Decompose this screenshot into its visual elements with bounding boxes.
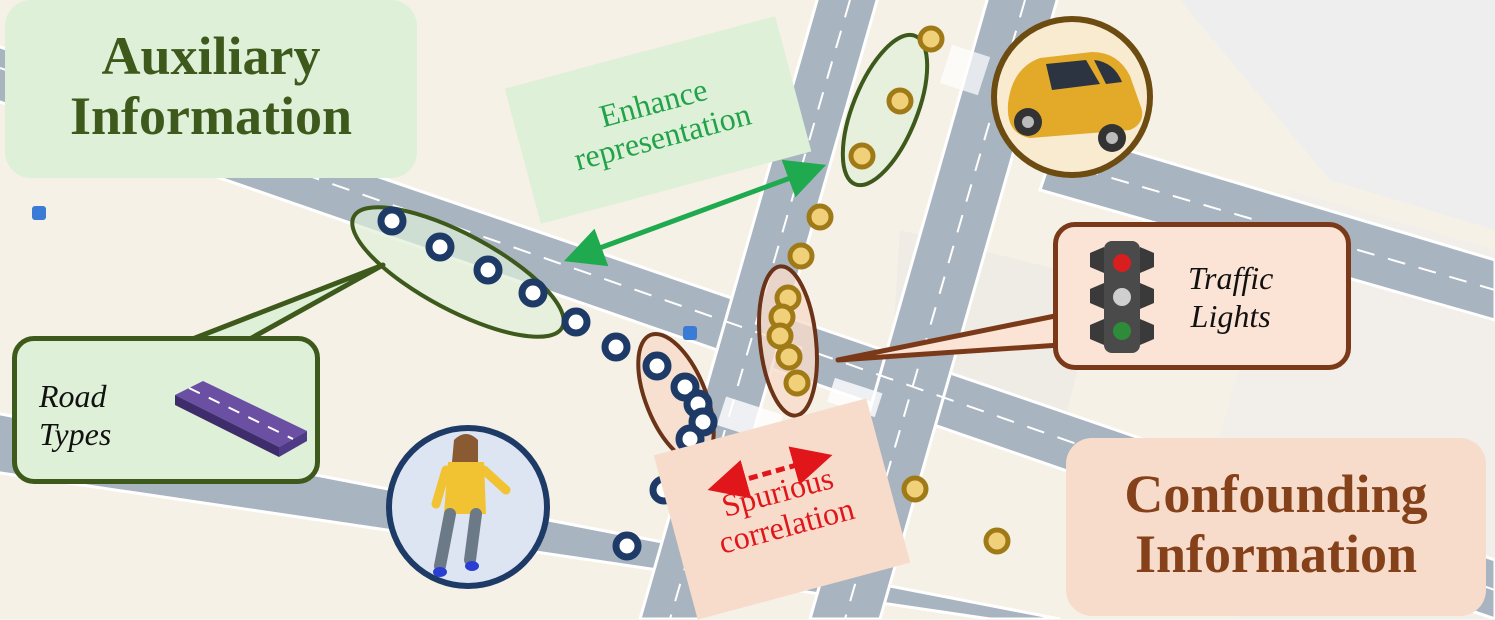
trajectory-point xyxy=(917,25,945,53)
trajectory-point xyxy=(886,87,914,115)
road-types-label: Road Types xyxy=(39,377,111,454)
traffic-lights-line2: Lights xyxy=(1190,298,1271,335)
car-icon xyxy=(991,16,1153,178)
trajectory-point xyxy=(425,232,455,262)
road-types-callout: Road Types xyxy=(12,336,320,484)
trajectory-point xyxy=(783,369,811,397)
trajectory-point xyxy=(561,307,591,337)
traffic-lights-callout: Traffic Lights xyxy=(1053,222,1351,370)
traffic-lights-label: Traffic Lights xyxy=(1188,259,1273,336)
trajectory-point xyxy=(901,475,929,503)
auxiliary-title-line1: Auxiliary xyxy=(101,26,321,86)
traffic-light-icon xyxy=(1090,241,1154,353)
confounding-title-line1: Confounding xyxy=(1124,464,1428,524)
road-types-line1: Road xyxy=(39,378,107,414)
road-types-line2: Types xyxy=(39,416,112,453)
road-types-highlight xyxy=(350,205,566,339)
trajectory-point xyxy=(848,142,876,170)
building-block xyxy=(1180,0,1495,230)
trajectory-point xyxy=(612,531,642,561)
trajectory-point xyxy=(787,242,815,270)
confounding-information-box: Confounding Information xyxy=(1066,438,1486,616)
traffic-lights-line1: Traffic xyxy=(1188,260,1274,296)
trajectory-point xyxy=(518,278,548,308)
pedestrian-trajectory xyxy=(377,206,718,561)
road-segment-icon xyxy=(175,381,307,457)
auxiliary-title-line2: Information xyxy=(70,86,352,147)
trajectory-point xyxy=(806,203,834,231)
trajectory-point xyxy=(642,351,672,381)
auxiliary-information-box: Auxiliary Information xyxy=(5,0,417,178)
bus-stop-icon xyxy=(32,206,46,220)
pedestrian-icon xyxy=(386,425,550,589)
trajectory-point xyxy=(983,527,1011,555)
trajectory-point xyxy=(473,255,503,285)
trajectory-point xyxy=(775,343,803,371)
confounding-title-line2: Information xyxy=(1135,524,1417,585)
trajectory-point xyxy=(601,332,631,362)
enhance-arrow xyxy=(563,159,827,267)
bike-marker-icon xyxy=(683,326,697,340)
trajectory-point xyxy=(377,206,407,236)
